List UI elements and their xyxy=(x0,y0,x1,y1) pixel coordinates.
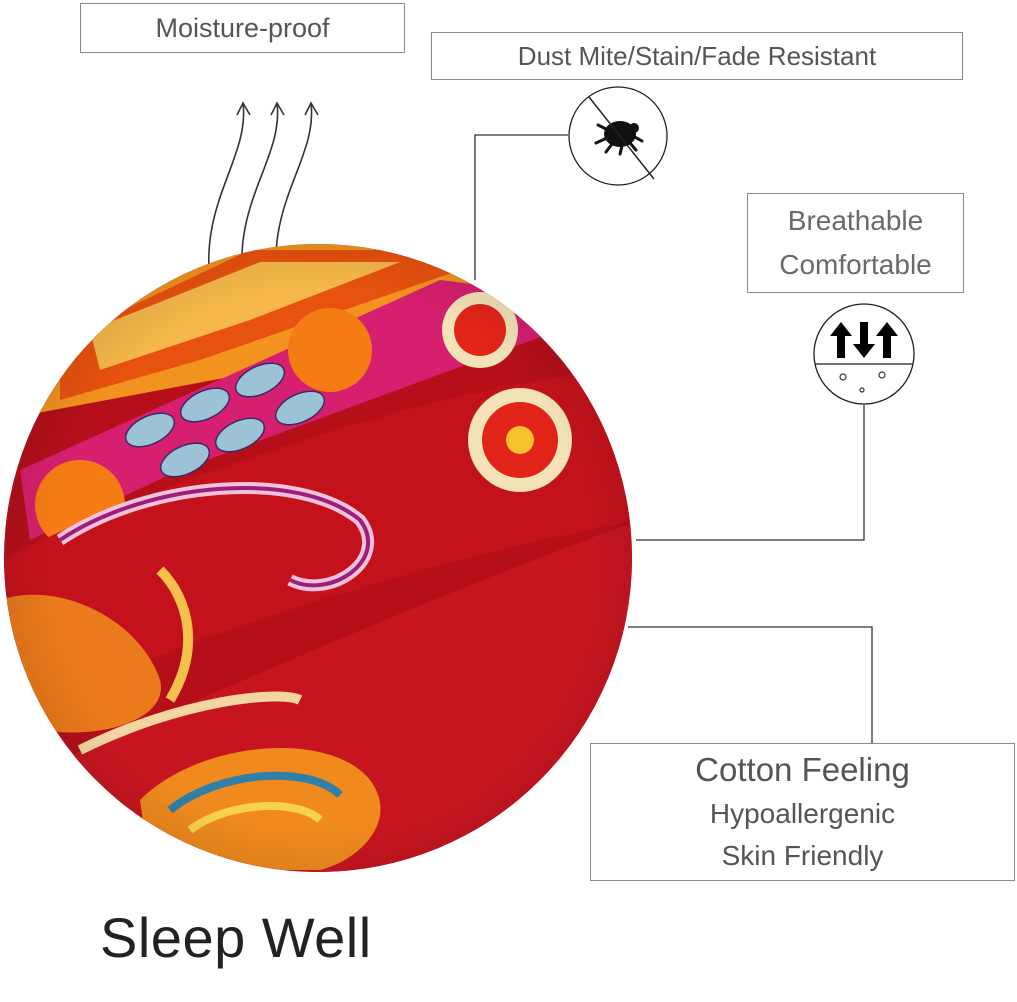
breathable-label: Breathable Comfortable xyxy=(747,193,964,293)
moisture-proof-text: Moisture-proof xyxy=(155,12,330,43)
cotton-feeling-text: Cotton Feeling xyxy=(695,751,910,788)
dust-resistant-label: Dust Mite/Stain/Fade Resistant xyxy=(431,32,963,80)
callout-lines xyxy=(474,134,873,743)
hypoallergenic-text: Hypoallergenic xyxy=(709,798,896,829)
cotton-feeling-label: Cotton Feeling Hypoallergenic Skin Frien… xyxy=(590,743,1015,881)
skin-friendly-text: Skin Friendly xyxy=(721,840,884,871)
fabric-photo xyxy=(4,244,632,872)
dust-resistant-text: Dust Mite/Stain/Fade Resistant xyxy=(517,40,877,71)
breathable-arrows-icon xyxy=(813,303,915,405)
breathable-text: Breathable xyxy=(787,205,924,236)
moisture-proof-label: Moisture-proof xyxy=(80,3,405,53)
no-dust-mite-icon xyxy=(568,86,668,186)
comfortable-text: Comfortable xyxy=(779,249,932,280)
sleep-well-tagline: Sleep Well xyxy=(100,906,372,969)
